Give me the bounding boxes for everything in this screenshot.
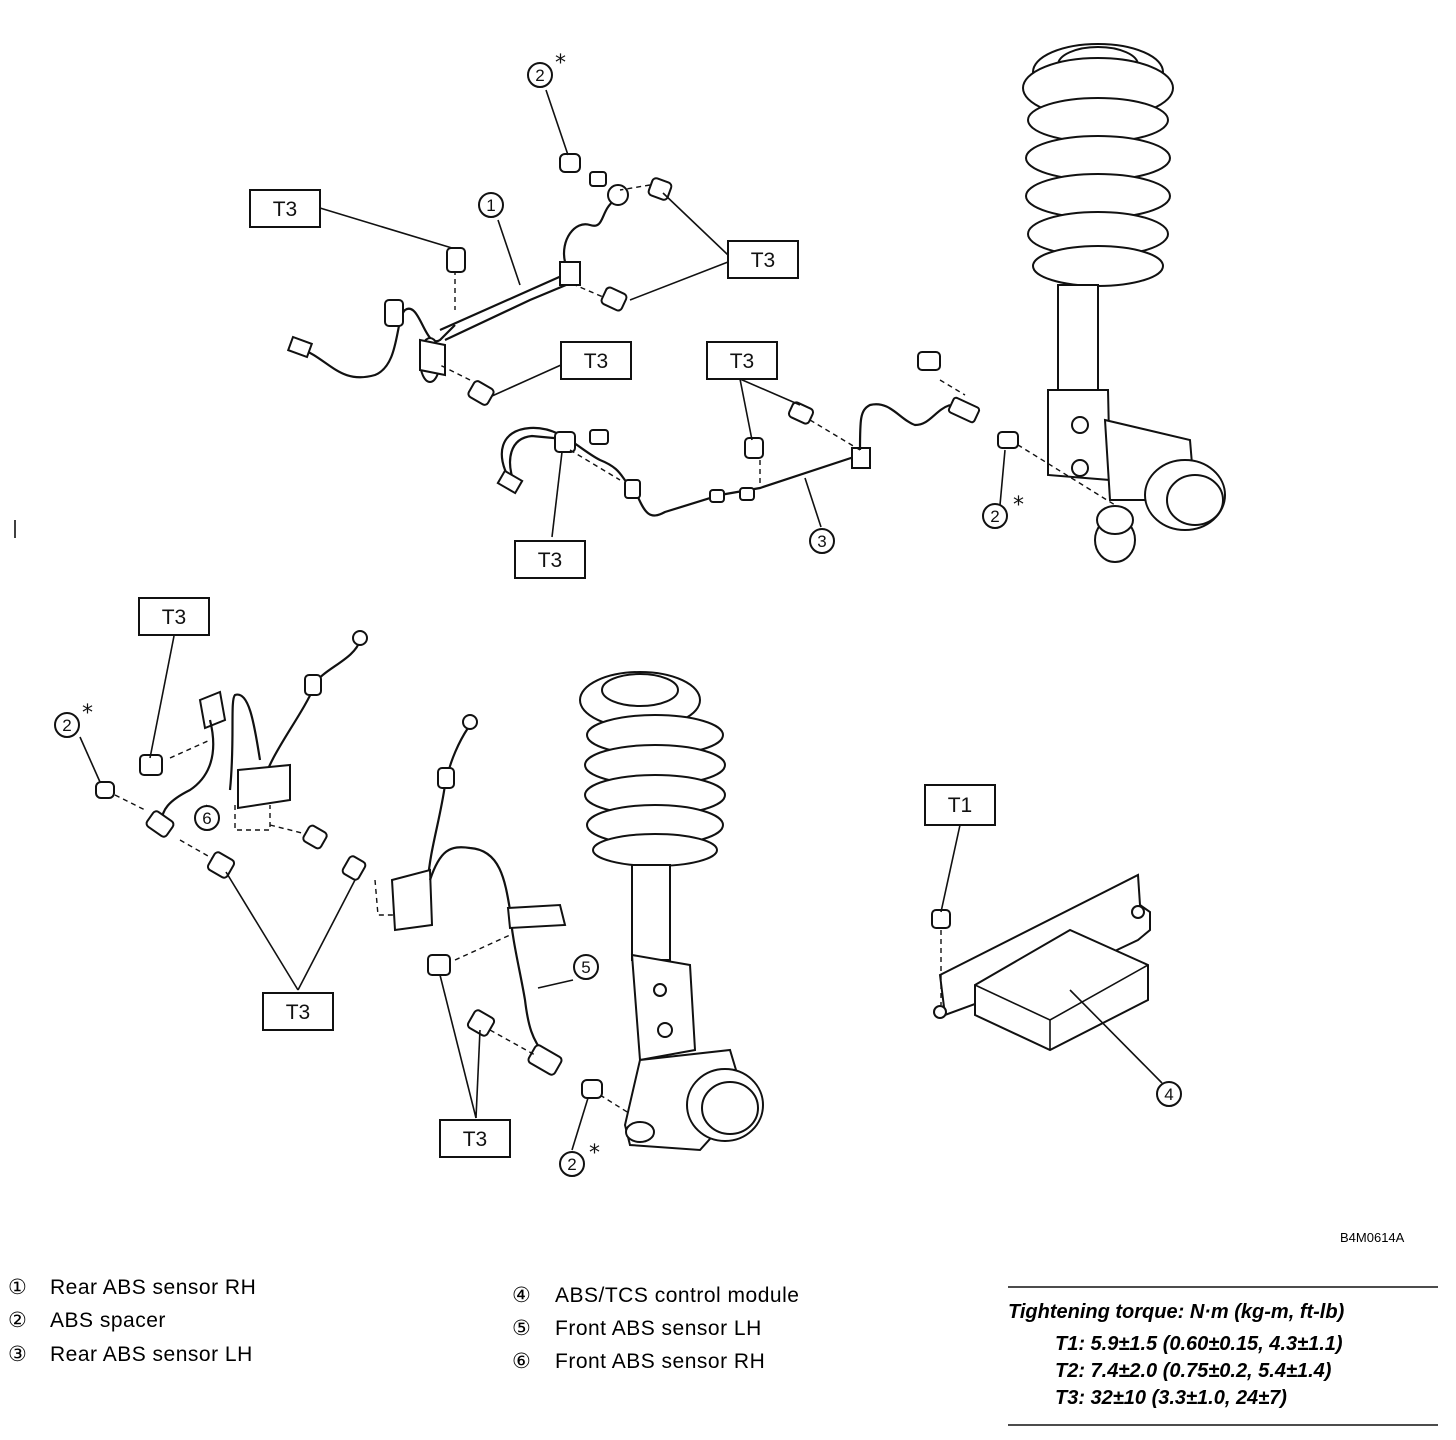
- svg-text:5: 5: [581, 958, 590, 977]
- rear-strut-drawing: [1009, 43, 1226, 563]
- bolt-icon: [302, 824, 328, 850]
- bolt-icon: [341, 855, 367, 881]
- torque-row-t2: T2: 7.4±2.0 (0.75±0.2, 5.4±1.4): [1055, 1360, 1332, 1382]
- legend-text-4: ABS/TCS control module: [555, 1284, 799, 1307]
- legend: ① Rear ABS sensor RH ② ABS spacer ③ Rear…: [8, 1276, 799, 1373]
- callout-5: 5: [573, 954, 599, 980]
- svg-text:T3: T3: [162, 606, 187, 629]
- bolt-icon: [931, 909, 951, 929]
- t3-callout-c: T3: [560, 341, 632, 380]
- svg-text:T3: T3: [751, 249, 776, 272]
- svg-text:T3: T3: [730, 350, 755, 373]
- legend-text-3: Rear ABS sensor LH: [50, 1343, 253, 1366]
- legend-num-2: ②: [8, 1309, 27, 1332]
- callout-2-left: 2*: [54, 701, 93, 738]
- bolt-icon: [467, 380, 495, 406]
- front-abs-sensor-rh-drawing: [114, 630, 368, 861]
- rear-abs-sensor-lh-drawing: [496, 379, 981, 517]
- t1-callout: T1: [924, 784, 996, 826]
- svg-text:T3: T3: [286, 1001, 311, 1024]
- legend-num-6: ⑥: [512, 1350, 531, 1373]
- t3-callout-d: T3: [706, 341, 778, 380]
- bolt-icon: [466, 1009, 496, 1037]
- torque-table: Tightening torque: N·m (kg-m, ft-lb) T1:…: [1008, 1286, 1438, 1426]
- bolt-icon: [206, 851, 236, 879]
- abs-tcs-module-drawing: [931, 873, 1151, 1052]
- abs-spacer-icon: [997, 431, 1019, 449]
- svg-text:T1: T1: [948, 794, 973, 817]
- svg-text:T3: T3: [273, 198, 298, 221]
- diagram-code: B4M0614A: [1340, 1230, 1405, 1245]
- legend-text-1: Rear ABS sensor RH: [50, 1276, 256, 1299]
- bolt-icon: [744, 437, 764, 459]
- svg-text:1: 1: [486, 196, 495, 215]
- legend-num-3: ③: [8, 1343, 27, 1366]
- torque-row-t1: T1: 5.9±1.5 (0.60±0.15, 4.3±1.1): [1055, 1333, 1343, 1355]
- callout-2-top: 2*: [527, 51, 566, 88]
- bolt-icon: [139, 754, 163, 776]
- svg-text:*: *: [555, 51, 566, 76]
- svg-text:T3: T3: [584, 350, 609, 373]
- svg-text:3: 3: [817, 532, 826, 551]
- legend-num-4: ④: [512, 1284, 531, 1307]
- callout-4: 4: [1156, 1081, 1182, 1107]
- svg-text:2: 2: [990, 507, 999, 526]
- rear-abs-sensor-rh-drawing: [286, 171, 651, 383]
- svg-text:T3: T3: [538, 549, 563, 572]
- bolt-icon: [600, 286, 628, 312]
- svg-text:T3: T3: [463, 1128, 488, 1151]
- svg-text:*: *: [82, 701, 93, 726]
- front-abs-sensor-lh-drawing: [374, 714, 641, 1121]
- t3-callout-b: T3: [727, 240, 799, 279]
- legend-num-1: ①: [8, 1276, 27, 1299]
- callout-2-bottom: 2*: [559, 1141, 600, 1177]
- bolt-icon: [427, 954, 451, 976]
- callout-6: 6: [194, 805, 220, 831]
- svg-text:6: 6: [202, 809, 211, 828]
- bolt-icon: [647, 177, 673, 201]
- callout-3: 3: [809, 528, 835, 554]
- t3-callout-e: T3: [514, 540, 586, 579]
- t3-callout-a: T3: [249, 189, 321, 228]
- svg-text:*: *: [1013, 493, 1024, 518]
- svg-text:2: 2: [567, 1155, 576, 1174]
- legend-text-5: Front ABS sensor LH: [555, 1317, 762, 1340]
- svg-text:4: 4: [1164, 1085, 1173, 1104]
- legend-text-6: Front ABS sensor RH: [555, 1350, 765, 1373]
- torque-row-t3: T3: 32±10 (3.3±1.0, 24±7): [1055, 1387, 1287, 1409]
- callout-2-mid: 2*: [982, 493, 1024, 529]
- svg-text:*: *: [589, 1141, 600, 1166]
- front-strut-drawing: [579, 671, 764, 1152]
- svg-text:2: 2: [62, 716, 71, 735]
- bolt-icon: [787, 401, 815, 425]
- t3-callout-f: T3: [138, 597, 210, 636]
- legend-num-5: ⑤: [512, 1317, 531, 1340]
- t3-callout-g: T3: [262, 992, 334, 1031]
- torque-title: Tightening torque: N·m (kg-m, ft-lb): [1008, 1301, 1345, 1323]
- abs-spacer-icon: [559, 153, 581, 173]
- t3-callout-h: T3: [439, 1119, 511, 1158]
- callout-1: 1: [478, 192, 504, 218]
- bolt-icon: [917, 351, 941, 371]
- svg-text:2: 2: [535, 66, 544, 85]
- abs-spacer-icon: [581, 1079, 603, 1099]
- legend-text-2: ABS spacer: [50, 1309, 166, 1332]
- bolt-icon: [446, 247, 466, 273]
- abs-spacer-icon: [95, 781, 115, 799]
